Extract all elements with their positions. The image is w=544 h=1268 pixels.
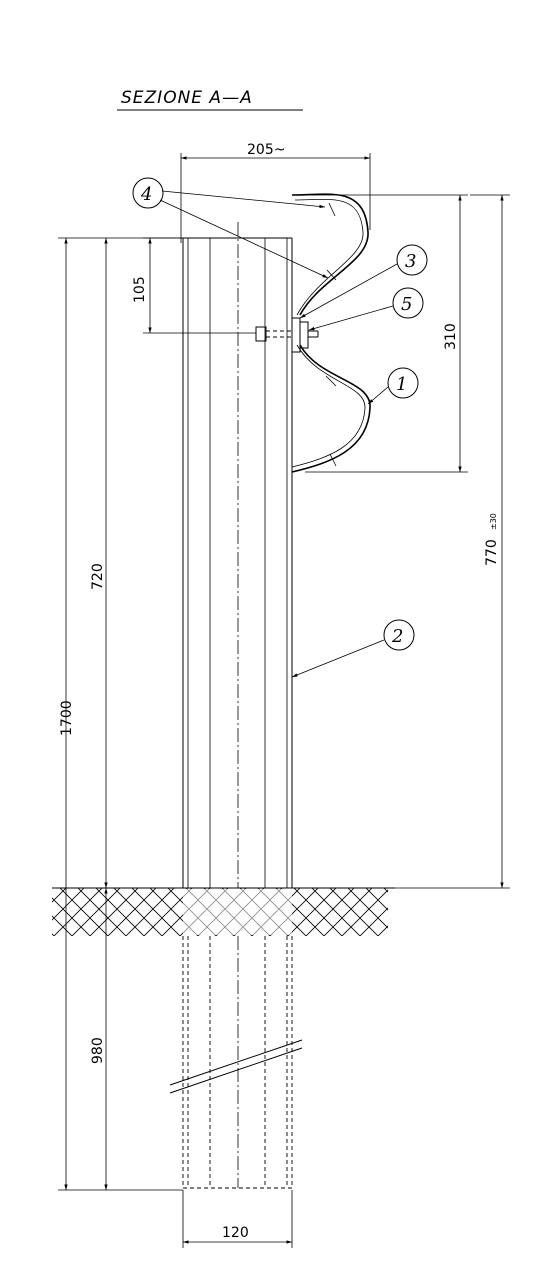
- title-block: SEZIONE A—A: [117, 88, 303, 111]
- dim-width-top-label: 205~: [247, 142, 285, 158]
- bolt: [255, 326, 319, 342]
- section-title: SEZIONE A—A: [121, 88, 253, 108]
- dim-beam-height: 310: [305, 194, 468, 473]
- dim-offset-top-label: 105: [132, 276, 148, 303]
- callout-4-label: 4: [140, 184, 152, 205]
- dim-post-width: 120: [182, 1190, 293, 1248]
- guardrail-beam: [291, 193, 371, 473]
- dim-vertical-left: 1700 720 980: [58, 237, 183, 1191]
- callout-3-label: 3: [405, 251, 416, 272]
- callout-5: 5: [308, 287, 424, 331]
- dim-rail-height-tolerance: ±30: [489, 513, 498, 530]
- callout-2: 2: [291, 619, 415, 678]
- dim-above-ground-label: 720: [90, 563, 106, 590]
- callout-1: 1: [367, 367, 419, 405]
- dim-rail-height: 770 ±30: [395, 194, 510, 889]
- callout-4: 4: [132, 177, 329, 279]
- callout-1-label: 1: [396, 374, 407, 395]
- post: [169, 222, 303, 1189]
- dim-post-width-label: 120: [222, 1225, 249, 1241]
- dim-total-height-label: 1700: [59, 700, 75, 736]
- callout-3: 3: [299, 244, 428, 319]
- dim-beam-height-label: 310: [443, 323, 459, 350]
- dim-rail-height-label: 770: [484, 539, 500, 566]
- dim-embedment-label: 980: [90, 1037, 106, 1064]
- callout-2-label: 2: [391, 626, 403, 647]
- dim-width-top: 205~: [180, 142, 371, 243]
- dim-offset-top: 105: [132, 237, 256, 334]
- callout-5-label: 5: [401, 294, 412, 315]
